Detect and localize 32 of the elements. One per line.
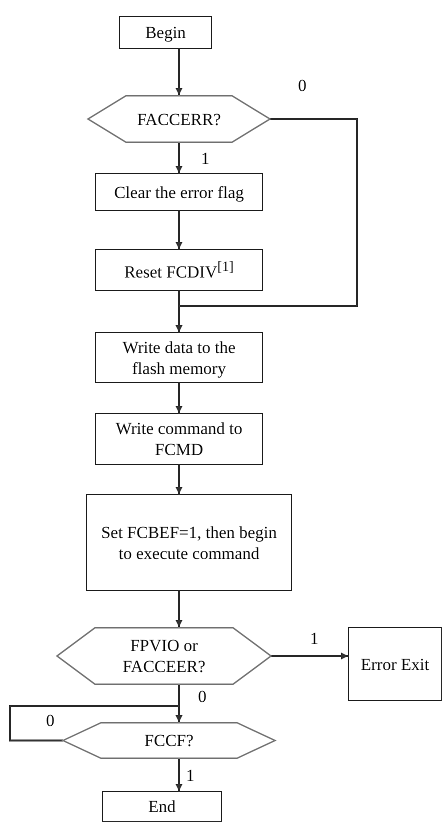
process-box [348,627,442,701]
arrow [9,705,182,742]
node-text: End [148,796,176,817]
process-box [95,173,263,211]
process-box [119,16,212,49]
node-text: Set FCBEF=1, then begin to execute command [100,522,278,564]
process-box [95,332,263,383]
node-text: Begin [145,22,186,43]
node-text: FCCF? [144,730,194,751]
arrow [271,652,348,660]
arrow [176,383,182,413]
arrow [176,49,182,95]
process-box [95,413,263,465]
arrow [176,118,358,332]
decision-hexagon [57,627,271,685]
decision-hexagon [63,722,275,759]
arrow [176,591,182,627]
process-box [102,791,222,822]
arrow [176,465,182,494]
process-box [95,249,263,291]
node-text: Clear the error flag [113,182,245,202]
node-text: Write command to FCMD [114,418,244,460]
arrow [176,759,182,791]
decision-hexagon [88,95,270,143]
arrow [176,211,182,249]
arrow [176,143,182,173]
node-text: Write data to the flash memory [121,336,237,378]
node-text: Reset FCDIV$^{[1]}$ [124,258,234,283]
process-box [86,494,292,591]
node-text: FACCERR? [137,108,221,130]
node-text: FPVIO or FACCEER? [122,635,206,677]
node-text: Error Exit [360,654,430,674]
